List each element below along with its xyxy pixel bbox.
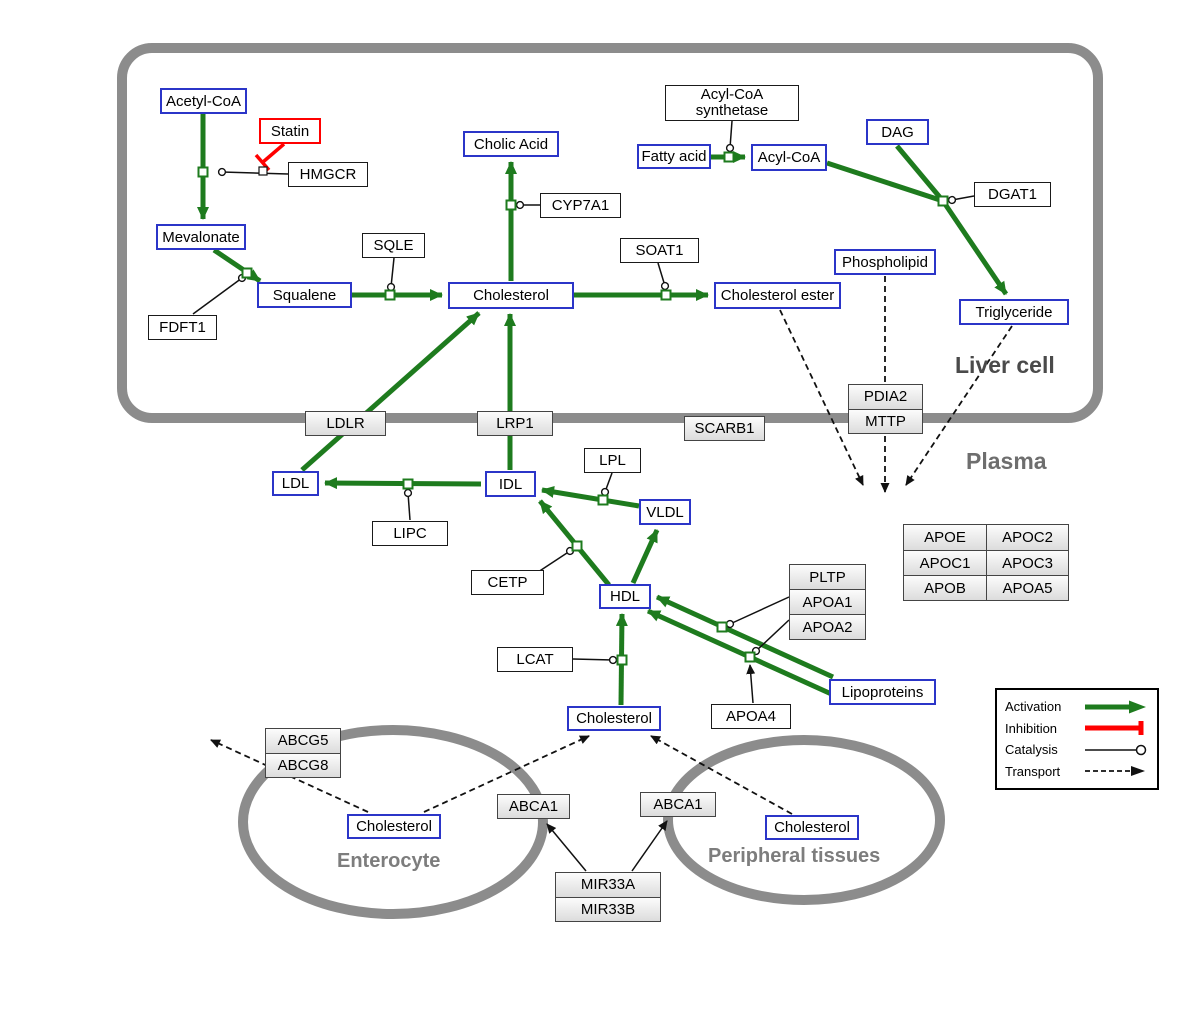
node-cholic-acid[interactable]: Cholic Acid	[463, 131, 559, 157]
node-dag[interactable]: DAG	[866, 119, 929, 145]
node-apoc3[interactable]: APOC3	[986, 550, 1068, 575]
node-apoc2[interactable]: APOC2	[986, 525, 1068, 550]
liver-cell-membrane	[117, 43, 1103, 423]
node-mevalonate[interactable]: Mevalonate	[156, 224, 246, 250]
node-abcg5[interactable]: ABCG5	[266, 729, 340, 753]
node-scarb1[interactable]: SCARB1	[684, 416, 765, 441]
node-vldl[interactable]: VLDL	[639, 499, 691, 525]
legend-catalysis-label: Catalysis	[1005, 742, 1058, 758]
legend-transport-label: Transport	[1005, 763, 1061, 779]
node-mir33a[interactable]: MIR33A	[556, 873, 660, 897]
enterocyte-label: Enterocyte	[337, 850, 441, 872]
node-apob[interactable]: APOB	[904, 575, 986, 600]
node-hmgcr[interactable]: HMGCR	[288, 162, 368, 187]
legend-row-inhibition: Inhibition	[1005, 719, 1149, 738]
node-mir33b[interactable]: MIR33B	[556, 896, 660, 921]
activation-edges	[197, 114, 1009, 706]
node-squalene[interactable]: Squalene	[257, 282, 352, 308]
node-cholesterol-ester[interactable]: Cholesterol ester	[714, 282, 841, 309]
legend-row-transport: Transport	[1005, 762, 1149, 781]
liver-cell-label: Liver cell	[955, 352, 1055, 378]
pltp-apoa-group: PLTP APOA1 APOA2	[789, 564, 866, 640]
node-sqle[interactable]: SQLE	[362, 233, 425, 258]
transport-dashed-arrow-icon	[1085, 766, 1145, 777]
node-ldl[interactable]: LDL	[272, 471, 319, 496]
node-hdl[interactable]: HDL	[599, 584, 651, 609]
node-lrp1[interactable]: LRP1	[477, 411, 553, 436]
inhibition-edge	[254, 142, 286, 172]
legend-activation-label: Activation	[1005, 699, 1062, 714]
catalysis-circle-icon	[1085, 744, 1147, 756]
legend: Activation Inhibition Catalysis Transpor…	[995, 688, 1159, 790]
node-mttp[interactable]: MTTP	[849, 408, 922, 433]
node-cholesterol-enterocyte[interactable]: Cholesterol	[347, 814, 441, 839]
node-lipoproteins[interactable]: Lipoproteins	[829, 679, 936, 705]
enterocyte-membrane	[238, 725, 548, 919]
node-apoe[interactable]: APOE	[904, 525, 986, 550]
node-cholesterol-plasma[interactable]: Cholesterol	[567, 706, 661, 731]
node-pdia2[interactable]: PDIA2	[849, 385, 922, 409]
node-lcat[interactable]: LCAT	[497, 647, 573, 672]
catalysis-edges	[192, 120, 975, 665]
node-triglyceride[interactable]: Triglyceride	[959, 299, 1069, 325]
legend-row-catalysis: Catalysis	[1005, 740, 1149, 759]
legend-inhibition-label: Inhibition	[1005, 720, 1058, 736]
reaction-node-squares	[197, 151, 949, 666]
node-pltp[interactable]: PLTP	[790, 565, 865, 589]
activation-arrow-icon	[1085, 700, 1146, 713]
node-statin[interactable]: Statin	[259, 118, 321, 144]
node-phospholipid[interactable]: Phospholipid	[834, 249, 936, 275]
node-apoa4[interactable]: APOA4	[711, 704, 791, 729]
node-fatty-acid[interactable]: Fatty acid	[637, 144, 711, 169]
legend-row-activation: Activation	[1005, 697, 1149, 716]
node-dgat1[interactable]: DGAT1	[974, 182, 1051, 207]
node-lipc[interactable]: LIPC	[372, 521, 448, 546]
node-apoa5[interactable]: APOA5	[986, 575, 1068, 600]
node-lpl[interactable]: LPL	[584, 448, 641, 473]
plasma-label: Plasma	[966, 448, 1047, 474]
pdia2-mttp-group: PDIA2 MTTP	[848, 384, 923, 434]
cell-membranes	[117, 43, 1103, 919]
node-acyl-coa[interactable]: Acyl-CoA	[751, 144, 827, 171]
peripheral-tissues-membrane	[663, 735, 945, 905]
inhibition-bar-icon	[1085, 721, 1144, 736]
apolipoprotein-table: APOE APOC2 APOC1 APOC3 APOB APOA5	[903, 524, 1069, 601]
node-idl[interactable]: IDL	[485, 471, 536, 497]
node-cyp7a1[interactable]: CYP7A1	[540, 193, 621, 218]
peripheral-tissues-label: Peripheral tissues	[708, 845, 881, 867]
node-abca1-enterocyte[interactable]: ABCA1	[497, 794, 570, 819]
node-apoc1[interactable]: APOC1	[904, 550, 986, 575]
abcg5-abcg8-group: ABCG5 ABCG8	[265, 728, 341, 778]
regulation-edges	[546, 664, 756, 872]
node-cholesterol-peripheral[interactable]: Cholesterol	[765, 815, 859, 840]
node-apoa2[interactable]: APOA2	[790, 614, 865, 639]
node-cetp[interactable]: CETP	[471, 570, 544, 595]
node-fdft1[interactable]: FDFT1	[148, 315, 217, 340]
node-soat1[interactable]: SOAT1	[620, 238, 699, 263]
mir33-group: MIR33A MIR33B	[555, 872, 661, 922]
node-abca1-peripheral[interactable]: ABCA1	[640, 792, 716, 817]
node-acetyl-coa[interactable]: Acetyl-CoA	[160, 88, 247, 114]
node-cholesterol-liver[interactable]: Cholesterol	[448, 282, 574, 309]
node-acyl-coa-synthetase[interactable]: Acyl-CoA synthetase	[665, 85, 799, 121]
transport-edges	[210, 276, 1013, 815]
node-abcg8[interactable]: ABCG8	[266, 752, 340, 777]
node-apoa1[interactable]: APOA1	[790, 589, 865, 614]
node-ldlr[interactable]: LDLR	[305, 411, 386, 436]
hmgcr-catalysis-port	[258, 166, 268, 176]
